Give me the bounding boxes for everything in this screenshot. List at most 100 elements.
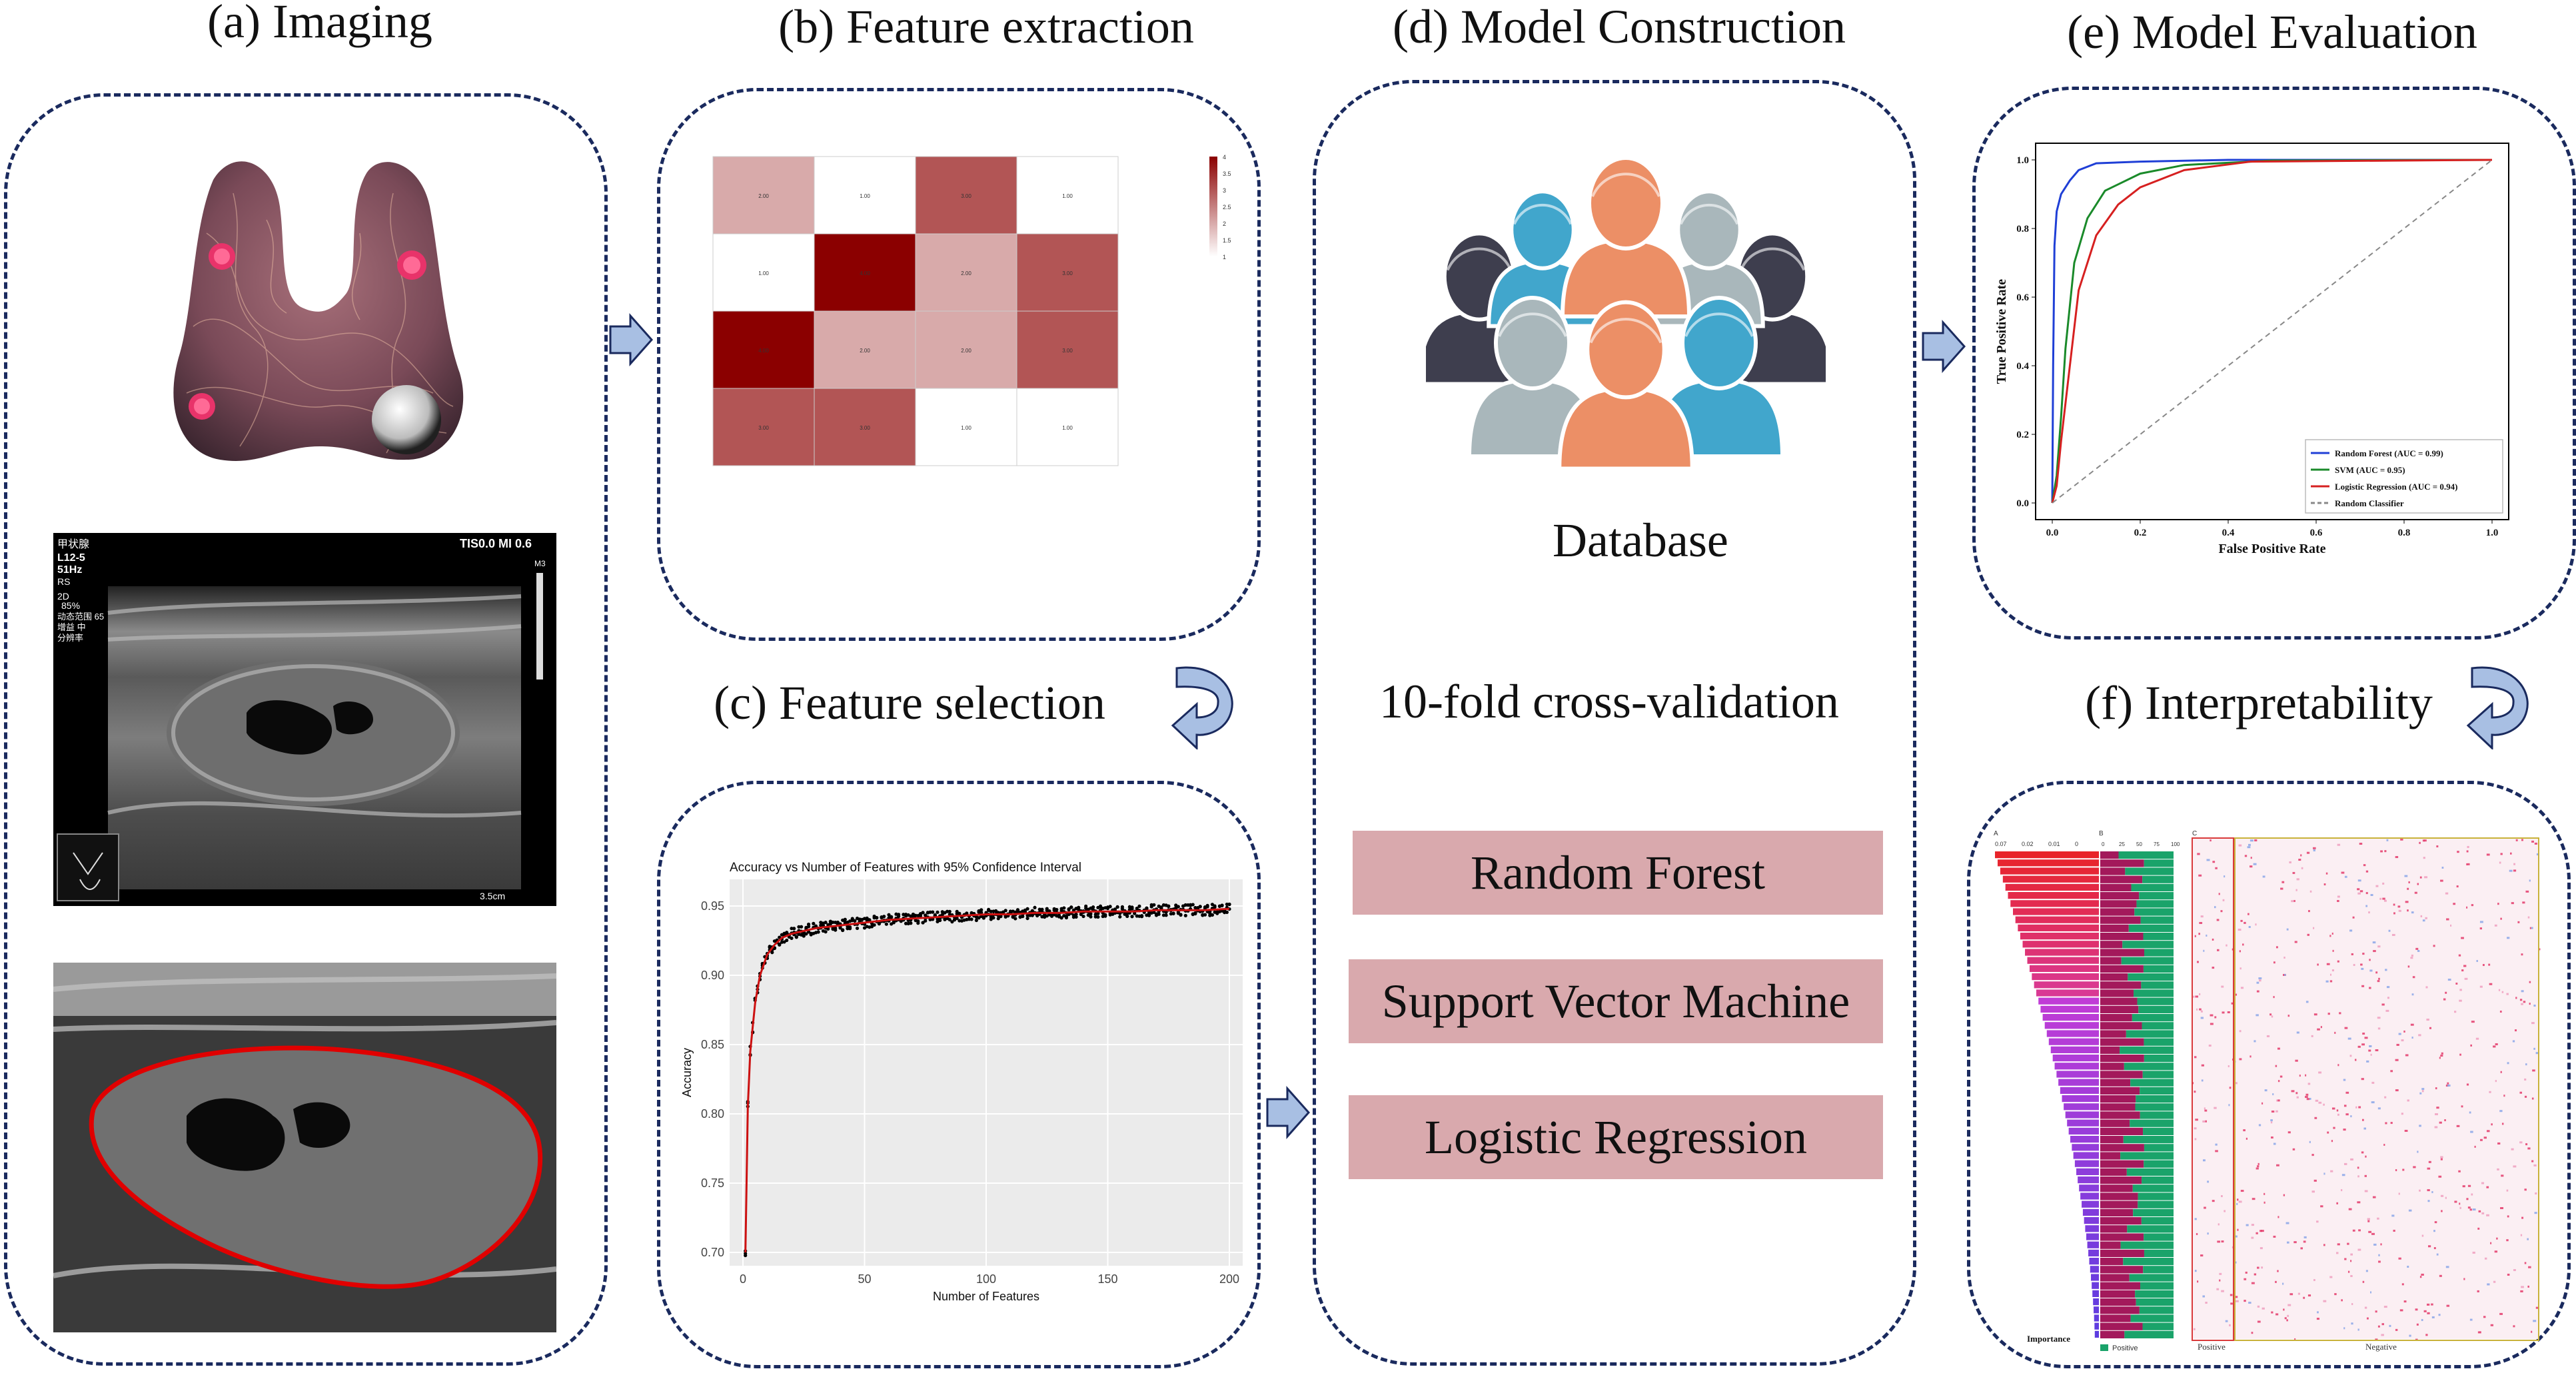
shap-cell xyxy=(2365,905,2368,907)
data-point xyxy=(841,928,845,932)
shap-cell xyxy=(2384,850,2387,853)
data-point xyxy=(1089,915,1093,919)
negative-bar xyxy=(2100,949,2144,957)
shap-cell xyxy=(2471,1193,2473,1196)
importance-bar xyxy=(2018,924,2099,931)
shap-cell xyxy=(2294,941,2297,943)
importance-bar xyxy=(2068,1127,2099,1135)
shap-cell xyxy=(2377,980,2380,983)
shap-cell xyxy=(2357,1175,2359,1178)
data-point xyxy=(1161,913,1166,917)
shap-cell xyxy=(2248,926,2251,929)
heatmap-cell-label: 3.00 xyxy=(860,425,870,431)
shap-heatmap-bg xyxy=(2192,838,2539,1339)
shap-cell xyxy=(2519,1141,2523,1144)
shap-cell xyxy=(2435,1087,2437,1090)
importance-bar xyxy=(2000,867,2099,875)
shap-cell xyxy=(2396,1043,2399,1046)
positive-bar xyxy=(2127,1225,2174,1233)
shap-cell xyxy=(2215,1143,2218,1146)
shap-cell xyxy=(2441,1210,2443,1212)
shap-cell xyxy=(2257,1305,2260,1308)
data-point xyxy=(800,925,804,929)
panel-f-box xyxy=(1967,781,2571,1368)
shap-cell xyxy=(2377,1027,2381,1030)
data-point xyxy=(1164,910,1168,914)
data-point xyxy=(904,921,908,925)
shap-cell xyxy=(2283,956,2285,959)
negative-bar xyxy=(2100,1063,2124,1071)
shap-cell xyxy=(2336,1202,2339,1204)
data-point xyxy=(794,935,798,939)
shap-cell xyxy=(2250,857,2252,859)
heatmap-cell-label: 2.00 xyxy=(758,193,769,199)
shap-cell xyxy=(2489,983,2493,985)
x-axis-label: Number of Features xyxy=(933,1290,1039,1303)
shap-cell xyxy=(2212,967,2215,969)
importance-bar xyxy=(2092,1282,2099,1289)
shap-cell xyxy=(2297,1292,2301,1295)
shap-cell xyxy=(2231,1002,2234,1005)
shap-cell xyxy=(2401,1039,2404,1042)
data-point xyxy=(843,917,847,921)
importance-bar xyxy=(2062,1095,2099,1103)
shap-cell xyxy=(2439,1274,2442,1277)
shap-cell xyxy=(2459,1053,2461,1056)
shap-cell xyxy=(2218,893,2220,895)
positive-bar xyxy=(2144,949,2174,957)
shap-cell xyxy=(2358,1106,2361,1109)
bar-tick-label: 25 xyxy=(2119,841,2125,847)
importance-bar xyxy=(2056,1071,2099,1078)
shap-cell xyxy=(2337,899,2339,902)
shap-cell xyxy=(2315,1099,2319,1102)
shap-cell xyxy=(2198,874,2202,877)
data-point xyxy=(890,915,894,919)
shap-cell xyxy=(2377,1017,2381,1019)
shap-cell xyxy=(2378,977,2380,980)
data-point xyxy=(1079,912,1083,917)
shap-cell xyxy=(2494,1250,2498,1253)
negative-bar xyxy=(2100,965,2144,973)
us-label: 3.5cm xyxy=(480,891,505,901)
data-point xyxy=(816,930,820,934)
shap-cell xyxy=(2419,1276,2422,1278)
shap-cell xyxy=(2197,853,2200,855)
data-point xyxy=(806,922,811,927)
shap-cell xyxy=(2499,1312,2503,1315)
shap-cell xyxy=(2421,1088,2425,1091)
shap-cell xyxy=(2446,918,2449,921)
shap-cell xyxy=(2270,1121,2273,1124)
person-icon xyxy=(1557,300,1694,471)
importance-bar xyxy=(2076,1168,2099,1175)
shap-cell xyxy=(2254,839,2257,841)
shap-cell xyxy=(2500,1207,2503,1210)
shap-cell xyxy=(2401,1283,2404,1286)
panel-a-title: (a) Imaging xyxy=(207,0,432,48)
positive-bar xyxy=(2118,851,2174,859)
person-icon xyxy=(1560,156,1692,318)
shap-cell xyxy=(2195,995,2199,998)
shap-cell xyxy=(2271,1111,2275,1113)
shap-cell xyxy=(2311,1190,2315,1193)
shap-cell xyxy=(2200,1010,2203,1013)
negative-bar xyxy=(2100,1200,2138,1208)
shap-cell xyxy=(2445,892,2449,895)
shap-cell xyxy=(2490,1324,2494,1326)
shap-cell xyxy=(2317,1311,2319,1314)
shap-cell xyxy=(2244,855,2248,857)
shap-cell xyxy=(2427,1245,2431,1248)
shap-cell xyxy=(2251,1282,2255,1284)
shap-cell xyxy=(2445,1085,2449,1087)
shap-cell xyxy=(2301,867,2303,869)
shap-cell xyxy=(2258,1124,2261,1127)
negative-bar xyxy=(2100,1330,2125,1338)
shap-cell xyxy=(2421,1318,2423,1321)
data-point xyxy=(931,910,935,914)
data-point xyxy=(924,913,928,917)
shap-cell xyxy=(2219,1272,2222,1275)
importance-bar xyxy=(2079,1184,2099,1192)
heatmap-cell xyxy=(1016,388,1119,466)
data-point xyxy=(1069,905,1073,909)
data-point xyxy=(1011,915,1015,919)
shap-cell xyxy=(2393,912,2395,915)
